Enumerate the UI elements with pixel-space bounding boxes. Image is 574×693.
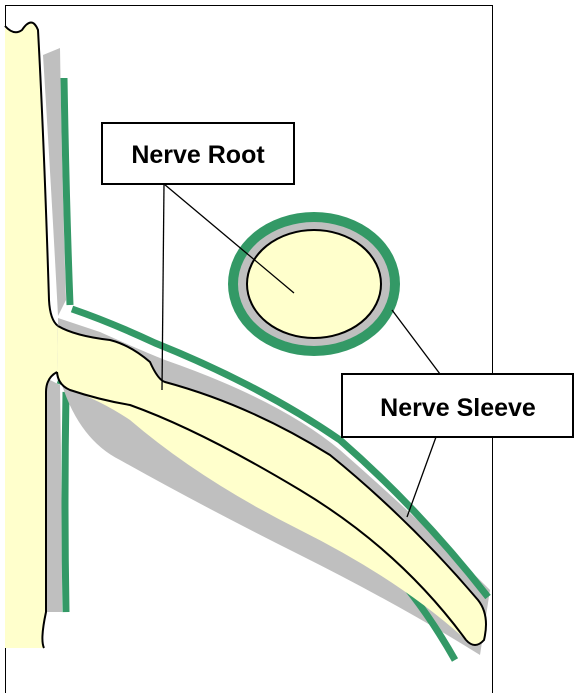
nerve-root-branch <box>57 309 490 660</box>
label-nerve-sleeve: Nerve Sleeve <box>342 374 573 437</box>
column-sheath-lower <box>46 378 62 612</box>
label-text-nerve-root: Nerve Root <box>131 141 265 169</box>
leader-sleeve-to-cross-section <box>392 310 440 374</box>
cross-section-nerve <box>247 230 381 338</box>
column-sleeve-lower <box>65 392 66 612</box>
leader-root-to-branch <box>162 184 164 390</box>
label-text-nerve-sleeve: Nerve Sleeve <box>380 394 536 422</box>
label-nerve-root: Nerve Root <box>102 123 294 184</box>
leader-sleeve-to-branch <box>407 437 436 517</box>
cross-section <box>228 212 400 356</box>
